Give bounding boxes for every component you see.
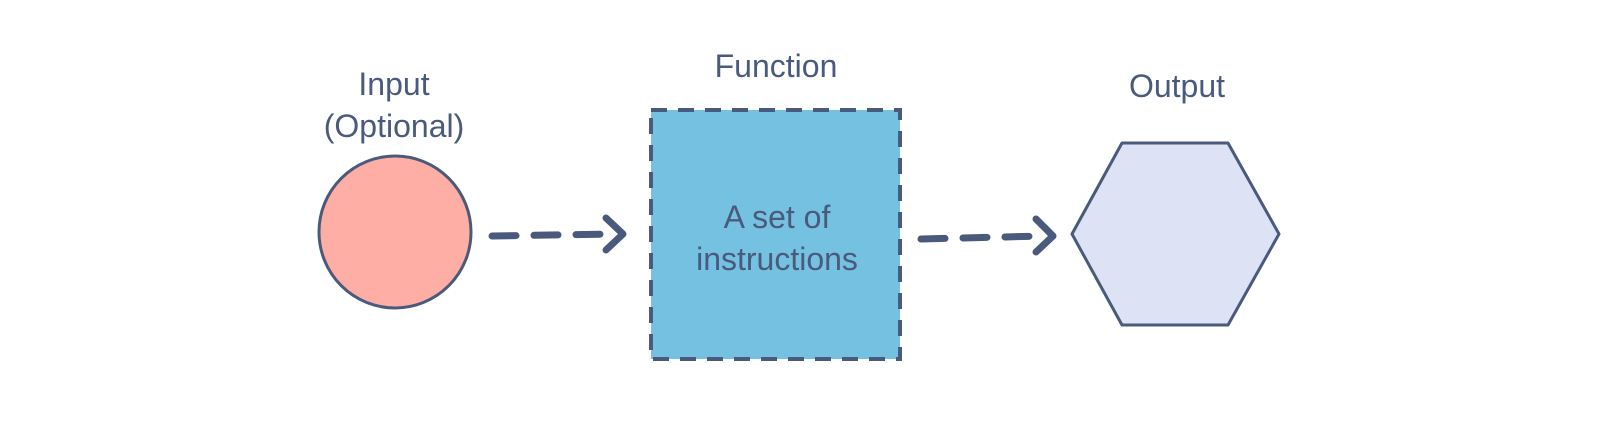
input-circle bbox=[317, 154, 473, 310]
arrow-head-icon bbox=[1032, 215, 1057, 256]
arrow-head-icon bbox=[602, 214, 627, 254]
function-node: Function A set of instructions bbox=[649, 48, 902, 361]
arrow-function-to-output bbox=[917, 215, 1057, 256]
output-hexagon bbox=[1070, 141, 1281, 327]
arrow-shaft bbox=[488, 230, 618, 240]
function-body-line2: instructions bbox=[696, 241, 858, 277]
input-label-line1: Input bbox=[358, 66, 429, 102]
output-label: Output bbox=[1129, 68, 1225, 104]
function-box bbox=[649, 108, 902, 361]
output-node: Output bbox=[1070, 68, 1281, 327]
input-node: Input (Optional) bbox=[317, 66, 473, 310]
arrow-input-to-function bbox=[488, 214, 627, 254]
function-body-line1: A set of bbox=[724, 199, 831, 235]
input-label-line2: (Optional) bbox=[324, 108, 465, 144]
function-title: Function bbox=[715, 48, 838, 84]
arrow-shaft bbox=[917, 232, 1048, 243]
